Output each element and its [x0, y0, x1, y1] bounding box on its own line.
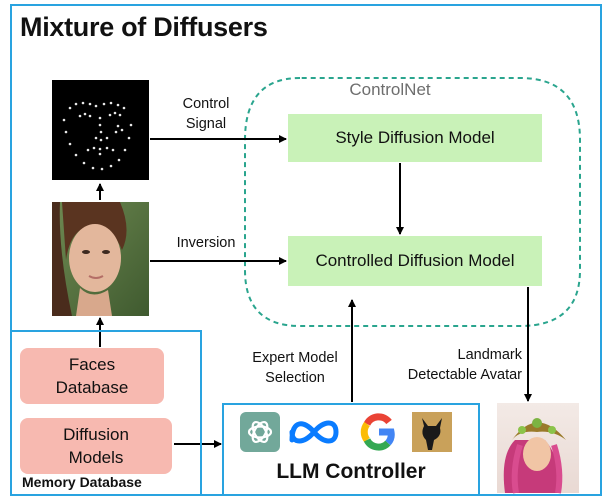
controlled-diffusion-model-box: Controlled Diffusion Model — [288, 236, 542, 286]
llm-logos — [240, 412, 452, 452]
llm-controller-frame — [222, 403, 480, 496]
landmark-line: Landmark — [457, 347, 522, 363]
models-line: Models — [68, 448, 124, 467]
avatar-image — [497, 403, 579, 494]
llm-controller-label: LLM Controller — [276, 460, 426, 483]
detectable-avatar-line: Detectable Avatar — [407, 367, 522, 383]
edge-label-expert-selection: Expert Model Selection — [240, 348, 350, 388]
controlnet-region — [244, 77, 581, 327]
control-label-line: Control — [182, 96, 230, 112]
database-line: Database — [55, 378, 129, 397]
faces-line: Faces — [68, 355, 116, 374]
expert-model-line: Expert Model — [252, 350, 338, 366]
memory-database-label: Memory Database — [22, 474, 142, 490]
chatgpt-logo — [240, 412, 280, 452]
memory-database-frame — [10, 330, 202, 496]
edge-label-landmark: Landmark Detectable Avatar — [380, 345, 522, 385]
diffusion-line: Diffusion — [63, 425, 129, 444]
selection-line: Selection — [265, 370, 325, 386]
edge-label-control-signal: Control Signal — [166, 94, 246, 134]
style-diffusion-model-box: Style Diffusion Model — [288, 114, 542, 162]
face-photo — [52, 202, 149, 316]
huggingface-logo — [412, 412, 452, 452]
google-logo — [360, 413, 395, 451]
meta-logo — [289, 420, 339, 444]
controlnet-label: ControlNet — [349, 80, 431, 99]
edge-label-inversion: Inversion — [176, 235, 236, 251]
landmark-image — [52, 80, 149, 180]
diagram-title: Mixture of Diffusers — [20, 12, 268, 42]
signal-label-line: Signal — [185, 116, 227, 132]
